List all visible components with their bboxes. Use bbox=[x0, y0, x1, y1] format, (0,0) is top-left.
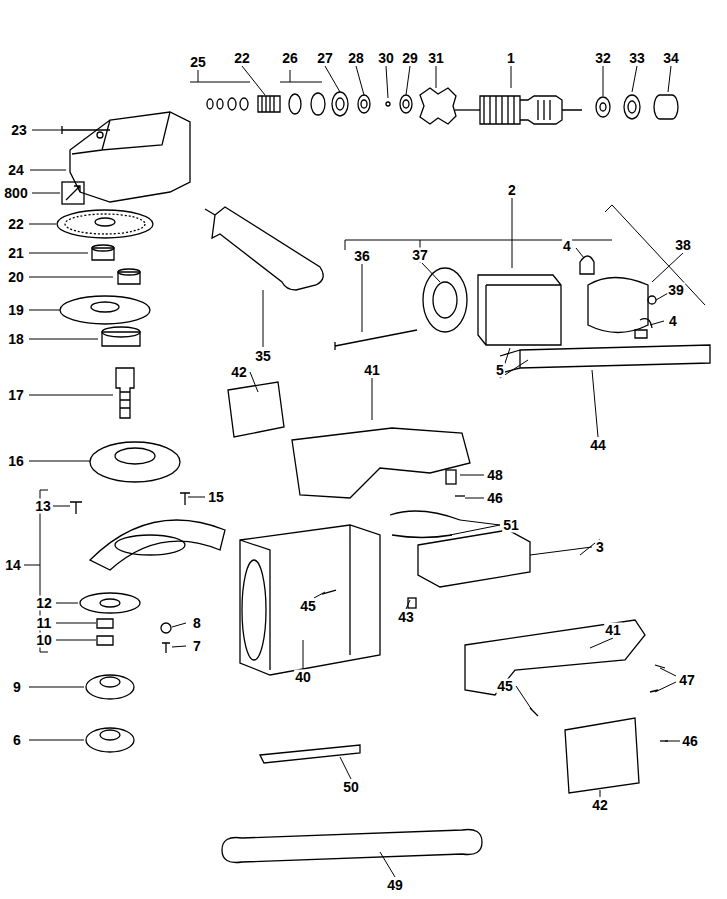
callout-number: 43 bbox=[397, 610, 415, 625]
callout-number: 15 bbox=[207, 490, 225, 505]
callout-number: 21 bbox=[7, 246, 25, 261]
callout-number: 1 bbox=[506, 51, 516, 66]
callout-number: 36 bbox=[353, 249, 371, 264]
callout-number: 2 bbox=[507, 183, 517, 198]
callout-number: 25 bbox=[189, 55, 207, 70]
callout-number: 3 bbox=[595, 540, 605, 555]
callout-number: 12 bbox=[35, 596, 53, 611]
callout-number: 4 bbox=[668, 314, 678, 329]
callout-number: 38 bbox=[674, 238, 692, 253]
callout-number: 41 bbox=[363, 363, 381, 378]
pinion-and-bearings bbox=[207, 88, 456, 124]
gear-head bbox=[62, 112, 190, 204]
callout-number: 28 bbox=[347, 51, 365, 66]
callout-number: 9 bbox=[12, 680, 22, 695]
callout-number: 5 bbox=[495, 363, 505, 378]
callout-number: 14 bbox=[4, 558, 22, 573]
callout-number: 22 bbox=[7, 217, 25, 232]
callout-number: 46 bbox=[681, 734, 699, 749]
callout-number: 37 bbox=[411, 248, 429, 263]
handle-housing bbox=[222, 345, 710, 863]
callout-number: 800 bbox=[3, 186, 28, 201]
callout-number: 18 bbox=[7, 332, 25, 347]
callout-number: 11 bbox=[36, 616, 53, 631]
callout-number: 20 bbox=[7, 270, 25, 285]
callout-number: 30 bbox=[377, 51, 395, 66]
callout-number: 46 bbox=[486, 491, 504, 506]
callout-number: 32 bbox=[594, 51, 612, 66]
callout-number: 8 bbox=[192, 616, 202, 631]
side-handle-and-stator bbox=[205, 207, 656, 350]
callout-number: 51 bbox=[502, 518, 520, 533]
callout-number: 44 bbox=[589, 438, 607, 453]
callout-number: 27 bbox=[316, 51, 334, 66]
callout-number: 31 bbox=[427, 51, 445, 66]
callout-number: 7 bbox=[192, 639, 202, 654]
callout-number: 50 bbox=[342, 780, 360, 795]
callout-number: 24 bbox=[7, 163, 25, 178]
leader-lines bbox=[24, 66, 705, 877]
guard-and-flanges bbox=[80, 520, 225, 752]
spindle-parts bbox=[57, 210, 190, 514]
callout-number: 40 bbox=[294, 670, 312, 685]
callout-number: 4 bbox=[562, 239, 572, 254]
callout-number: 22 bbox=[233, 51, 251, 66]
callout-number: 48 bbox=[486, 468, 504, 483]
callout-number: 39 bbox=[667, 283, 685, 298]
callout-number: 16 bbox=[7, 454, 25, 469]
callout-number: 41 bbox=[604, 623, 622, 638]
callout-number: 42 bbox=[230, 365, 248, 380]
armature bbox=[455, 95, 678, 124]
callout-number: 42 bbox=[591, 798, 609, 813]
callout-number: 10 bbox=[35, 633, 53, 648]
callout-number: 49 bbox=[386, 878, 404, 893]
callout-number: 33 bbox=[628, 51, 646, 66]
callout-number: 23 bbox=[10, 123, 28, 138]
callout-number: 45 bbox=[299, 599, 317, 614]
callout-number: 47 bbox=[678, 673, 696, 688]
callout-number: 6 bbox=[12, 733, 22, 748]
callout-number: 45 bbox=[496, 679, 514, 694]
callout-number: 13 bbox=[34, 499, 52, 514]
callout-number: 35 bbox=[254, 349, 272, 364]
callout-number: 29 bbox=[401, 51, 419, 66]
callout-number: 17 bbox=[7, 388, 25, 403]
callout-number: 26 bbox=[281, 51, 299, 66]
callout-number: 34 bbox=[662, 51, 680, 66]
callout-number: 19 bbox=[7, 303, 25, 318]
